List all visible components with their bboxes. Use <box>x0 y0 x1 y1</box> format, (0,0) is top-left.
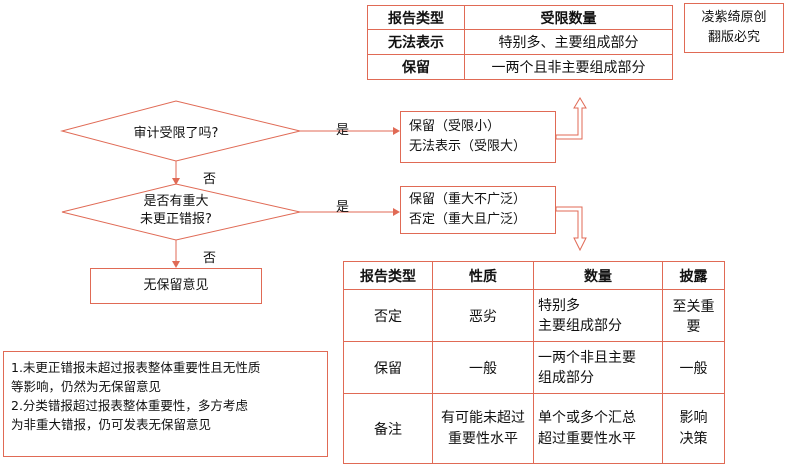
cell-quantity: 一两个且非主要组成部分 <box>464 54 673 80</box>
label-no: 否 <box>203 251 217 266</box>
hollow-arrow-up <box>555 97 587 140</box>
question-line1: 是否有重大 <box>143 194 209 209</box>
result-line2: 无法表示（受限大） <box>409 139 527 154</box>
note-line: 等影响，仍然为无保留意见 <box>11 379 162 394</box>
cell-disclosure: 影响 决策 <box>662 393 725 464</box>
question-material-misstatement: 是否有重大 未更正错报? <box>116 193 236 229</box>
header-limited-quantity: 受限数量 <box>464 5 673 30</box>
note-line: 1.未更正错报未超过报表整体重要性且无性质 <box>11 360 261 375</box>
result-line1: 保留（受限小） <box>409 119 501 134</box>
result-box-misstatement: 保留（重大不广泛） 否定（重大且广泛） <box>400 186 556 234</box>
quantity-line2: 主要组成部分 <box>538 317 622 334</box>
nature-line2: 重要性水平 <box>448 430 518 447</box>
quantity-line2: 超过重要性水平 <box>538 430 636 447</box>
label-no: 否 <box>203 172 217 187</box>
arrowhead <box>393 127 400 135</box>
question-audit-limited: 审计受限了吗? <box>133 126 219 141</box>
nature-line1: 有可能未超过 <box>441 409 525 426</box>
disclosure-line2: 决策 <box>679 430 708 447</box>
arrowhead <box>172 178 180 185</box>
notes-box: 1.未更正错报未超过报表整体重要性且无性质 等影响，仍然为无保留意见 2.分类错… <box>3 351 328 457</box>
header-disclosure: 披露 <box>662 261 725 290</box>
arrowhead <box>393 208 400 216</box>
disclosure-line1: 影响 <box>679 409 708 426</box>
hollow-arrow-down <box>555 206 587 252</box>
cell-type: 保留 <box>343 341 433 394</box>
header-report-type: 报告类型 <box>343 261 433 290</box>
header-report-type: 报告类型 <box>367 5 465 30</box>
cell-quantity: 单个或多个汇总 超过重要性水平 <box>533 393 663 464</box>
label-yes: 是 <box>336 123 350 138</box>
copyright-line2: 翻版必究 <box>707 30 760 45</box>
quantity-line1: 一两个非且主要 <box>538 349 636 366</box>
quantity-line2: 组成部分 <box>538 369 594 386</box>
result-line1: 保留（重大不广泛） <box>409 192 527 207</box>
note-line: 为非重大错报，仍可发表无保留意见 <box>11 417 212 432</box>
cell-nature: 有可能未超过 重要性水平 <box>432 393 534 464</box>
label-yes: 是 <box>336 200 350 215</box>
cell-quantity: 一两个非且主要 组成部分 <box>533 341 663 394</box>
scope-limitation-table: 报告类型 受限数量 无法表示 特别多、主要组成部分 保留 一两个且非主要组成部分 <box>367 5 673 80</box>
copyright-box: 凌紫绮原创 翻版必究 <box>684 3 784 53</box>
header-quantity: 数量 <box>533 261 663 290</box>
cell-quantity: 特别多、主要组成部分 <box>464 29 673 55</box>
cell-nature: 恶劣 <box>432 289 534 342</box>
cell-nature: 一般 <box>432 341 534 394</box>
question-line2: 未更正错报? <box>140 212 212 227</box>
cell-quantity: 特别多 主要组成部分 <box>533 289 663 342</box>
cell-type: 否定 <box>343 289 433 342</box>
cell-disclosure: 至关重要 <box>662 289 725 342</box>
header-nature: 性质 <box>432 261 534 290</box>
note-line: 2.分类错报超过报表整体重要性，多方考虑 <box>11 398 248 413</box>
quantity-line1: 单个或多个汇总 <box>538 409 636 426</box>
copyright-line1: 凌紫绮原创 <box>701 10 767 25</box>
opinion-comparison-table: 报告类型 性质 数量 披露 否定 恶劣 特别多 主要组成部分 至关重要 保留 一… <box>343 261 725 464</box>
quantity-line1: 特别多 <box>538 297 580 314</box>
arrowhead <box>172 261 180 268</box>
unqualified-label: 无保留意见 <box>143 278 209 293</box>
result-line2: 否定（重大且广泛） <box>409 212 527 227</box>
result-box-scope-limited: 保留（受限小） 无法表示（受限大） <box>400 111 556 163</box>
cell-disclosure: 一般 <box>662 341 725 394</box>
cell-type: 备注 <box>343 393 433 464</box>
unqualified-opinion-box: 无保留意见 <box>90 268 262 304</box>
